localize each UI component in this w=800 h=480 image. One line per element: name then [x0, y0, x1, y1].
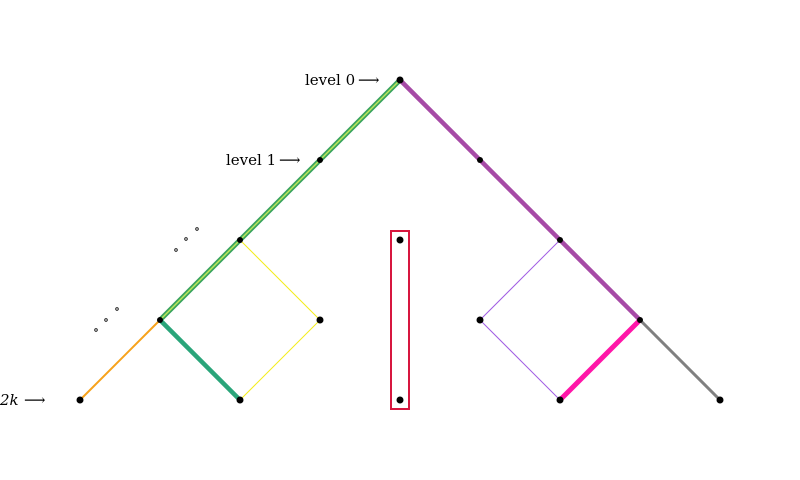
left-spine [158, 78, 402, 322]
violet-diamond [479, 239, 561, 401]
right-spine [398, 78, 642, 322]
node [476, 316, 484, 324]
level-1-arrow: ⟶ [279, 151, 301, 169]
ellipsis-dot [184, 237, 188, 241]
yellow-edge [239, 239, 321, 321]
node [317, 157, 323, 163]
orange-edge [79, 319, 161, 401]
ellipsis-dot [104, 318, 108, 322]
ellipsis-lower [94, 307, 119, 332]
gray-edge [638, 318, 722, 402]
node-leaf [236, 396, 244, 404]
yellow-edge [239, 319, 321, 401]
ellipsis-dot [115, 307, 119, 311]
teal-edge [158, 318, 242, 402]
node [396, 236, 404, 244]
level-2k-text: 2k [0, 391, 19, 409]
violet-edge [479, 239, 561, 321]
node-leaf [76, 396, 84, 404]
yellow-diamond [239, 239, 321, 401]
level-0-arrow: ⟶ [358, 71, 380, 89]
ellipsis-dot [94, 328, 98, 332]
level-2k-arrow: ⟶ [24, 391, 46, 409]
level-2k-label: 2k ⟶ [0, 391, 46, 409]
node [477, 157, 483, 163]
level-1-text: level 1 [226, 151, 276, 169]
level-0-label: level 0 ⟶ [305, 71, 380, 89]
node [637, 317, 643, 323]
node [557, 237, 563, 243]
node [316, 316, 324, 324]
node [157, 317, 163, 323]
violet-edge [479, 319, 561, 401]
node [237, 237, 243, 243]
level-0-text: level 0 [305, 71, 355, 89]
node-leaf [716, 396, 724, 404]
ellipsis-upper [174, 227, 199, 252]
level-1-label: level 1 ⟶ [226, 151, 301, 169]
magenta-edge [558, 318, 642, 402]
highlight-box [390, 230, 410, 410]
ellipsis-dot [195, 227, 199, 231]
left-spine-inner [159, 79, 401, 321]
node-leaf [556, 396, 564, 404]
nodes [76, 76, 724, 404]
node-leaf [396, 396, 404, 404]
node-root [396, 76, 404, 84]
ellipsis-dot [174, 248, 178, 252]
